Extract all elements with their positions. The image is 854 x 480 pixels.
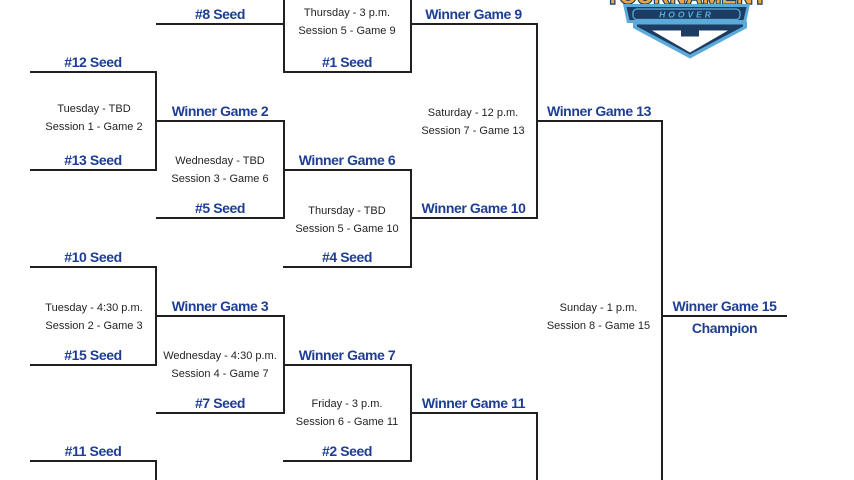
game-9-session: Session 5 - Game 9 xyxy=(298,25,396,37)
bracket-line-seed4 xyxy=(283,266,412,268)
bracket-connector-game4 xyxy=(155,460,157,480)
winner-game-9-label: Winner Game 9 xyxy=(425,6,522,22)
game-10-when: Thursday - TBD xyxy=(308,205,386,217)
game-15-session: Session 8 - Game 15 xyxy=(546,320,651,332)
bracket-line-winner3 xyxy=(155,315,285,317)
bracket-line-seed11 xyxy=(30,460,157,462)
winner-game-11-label: Winner Game 11 xyxy=(421,395,526,411)
sec-tournament-hoover-logo: TOURNAMENT HOOVER xyxy=(605,0,768,59)
bracket-line-seed15 xyxy=(30,364,157,366)
winner-game-6-label: Winner Game 6 xyxy=(298,152,396,168)
seed-label-2: #2 Seed xyxy=(321,443,373,459)
bracket-connector-game15 xyxy=(661,120,663,480)
bracket-line-seed1 xyxy=(283,71,412,73)
game-7-info: Wednesday - 4:30 p.m. Session 4 - Game 7 xyxy=(156,347,284,383)
game-9-info: Thursday - 3 p.m. Session 5 - Game 9 xyxy=(283,4,411,40)
bracket-line-winner6 xyxy=(283,169,412,171)
game-3-info: Tuesday - 4:30 p.m. Session 2 - Game 3 xyxy=(30,299,158,335)
bracket-line-seed13 xyxy=(30,169,157,171)
game-2-session: Session 1 - Game 2 xyxy=(45,121,143,133)
bracket-connector-game11 xyxy=(410,364,412,462)
winner-game-13-label: Winner Game 13 xyxy=(547,103,651,119)
seed-label-7: #7 Seed xyxy=(194,395,246,411)
game-9-when: Thursday - 3 p.m. xyxy=(303,7,391,19)
logo-location-text: HOOVER xyxy=(659,10,714,20)
bracket-line-seed8 xyxy=(156,23,285,25)
game-2-when: Tuesday - TBD xyxy=(57,103,131,115)
seed-label-4: #4 Seed xyxy=(321,249,373,265)
bracket-connector-game13 xyxy=(536,23,538,219)
seed-label-5: #5 Seed xyxy=(194,200,246,216)
game-3-session: Session 2 - Game 3 xyxy=(45,320,143,332)
bracket-line-seed2 xyxy=(283,460,412,462)
game-13-when: Saturday - 12 p.m. xyxy=(427,107,519,119)
bracket-connector xyxy=(283,0,285,73)
bracket-line-winner2 xyxy=(155,120,285,122)
bracket-line-winner10 xyxy=(410,217,538,219)
game-13-session: Session 7 - Game 13 xyxy=(421,125,525,137)
bracket-connector-game14 xyxy=(536,412,538,480)
seed-label-12: #12 Seed xyxy=(64,54,122,70)
bracket-line-seed10 xyxy=(30,266,157,268)
game-15-info: Sunday - 1 p.m. Session 8 - Game 15 xyxy=(536,299,661,335)
game-7-session: Session 4 - Game 7 xyxy=(171,368,269,380)
bracket-line-winner9 xyxy=(410,23,538,25)
winner-game-2-label: Winner Game 2 xyxy=(171,103,269,119)
game-6-when: Wednesday - TBD xyxy=(175,155,265,167)
bracket-line-winner15 xyxy=(661,315,787,317)
champion-label: Champion xyxy=(691,320,758,336)
bracket-line-seed12 xyxy=(30,71,157,73)
bracket-connector-game2 xyxy=(155,71,157,171)
bracket-connector-game7 xyxy=(283,315,285,414)
seed-label-11: #11 Seed xyxy=(64,443,122,459)
game-11-when: Friday - 3 p.m. xyxy=(311,398,383,410)
game-3-when: Tuesday - 4:30 p.m. xyxy=(45,302,143,314)
seed-label-13: #13 Seed xyxy=(64,152,122,168)
game-2-info: Tuesday - TBD Session 1 - Game 2 xyxy=(30,100,158,136)
bracket-connector-game6 xyxy=(283,120,285,219)
winner-game-10-label: Winner Game 10 xyxy=(421,200,526,216)
bracket-connector xyxy=(410,0,412,73)
bracket-line-seed7 xyxy=(156,412,285,414)
bracket-line-seed5 xyxy=(156,217,285,219)
game-6-session: Session 3 - Game 6 xyxy=(171,173,269,185)
winner-game-15-label: Winner Game 15 xyxy=(672,298,777,314)
seed-label-1: #1 Seed xyxy=(321,54,373,70)
hoover-banner: HOOVER xyxy=(623,4,750,23)
game-15-when: Sunday - 1 p.m. xyxy=(559,302,638,314)
game-7-when: Wednesday - 4:30 p.m. xyxy=(163,350,277,362)
bracket-line-winner13 xyxy=(536,120,663,122)
seed-label-8: #8 Seed xyxy=(194,6,246,22)
chevron-down-icon xyxy=(652,30,728,53)
bracket-line-winner7 xyxy=(283,364,412,366)
game-10-info: Thursday - TBD Session 5 - Game 10 xyxy=(283,202,411,238)
game-13-info: Saturday - 12 p.m. Session 7 - Game 13 xyxy=(410,104,536,140)
seed-label-15: #15 Seed xyxy=(64,347,122,363)
game-11-info: Friday - 3 p.m. Session 6 - Game 11 xyxy=(283,395,411,431)
home-plate-icon xyxy=(633,21,747,59)
bracket-connector-game10 xyxy=(410,169,412,268)
game-11-session: Session 6 - Game 11 xyxy=(295,416,399,428)
game-10-session: Session 5 - Game 10 xyxy=(295,223,399,235)
game-6-info: Wednesday - TBD Session 3 - Game 6 xyxy=(156,152,284,188)
winner-game-7-label: Winner Game 7 xyxy=(298,347,396,363)
bracket-line-winner11 xyxy=(410,412,538,414)
seed-label-10: #10 Seed xyxy=(64,249,122,265)
bracket-connector-game3 xyxy=(155,266,157,366)
winner-game-3-label: Winner Game 3 xyxy=(171,298,269,314)
